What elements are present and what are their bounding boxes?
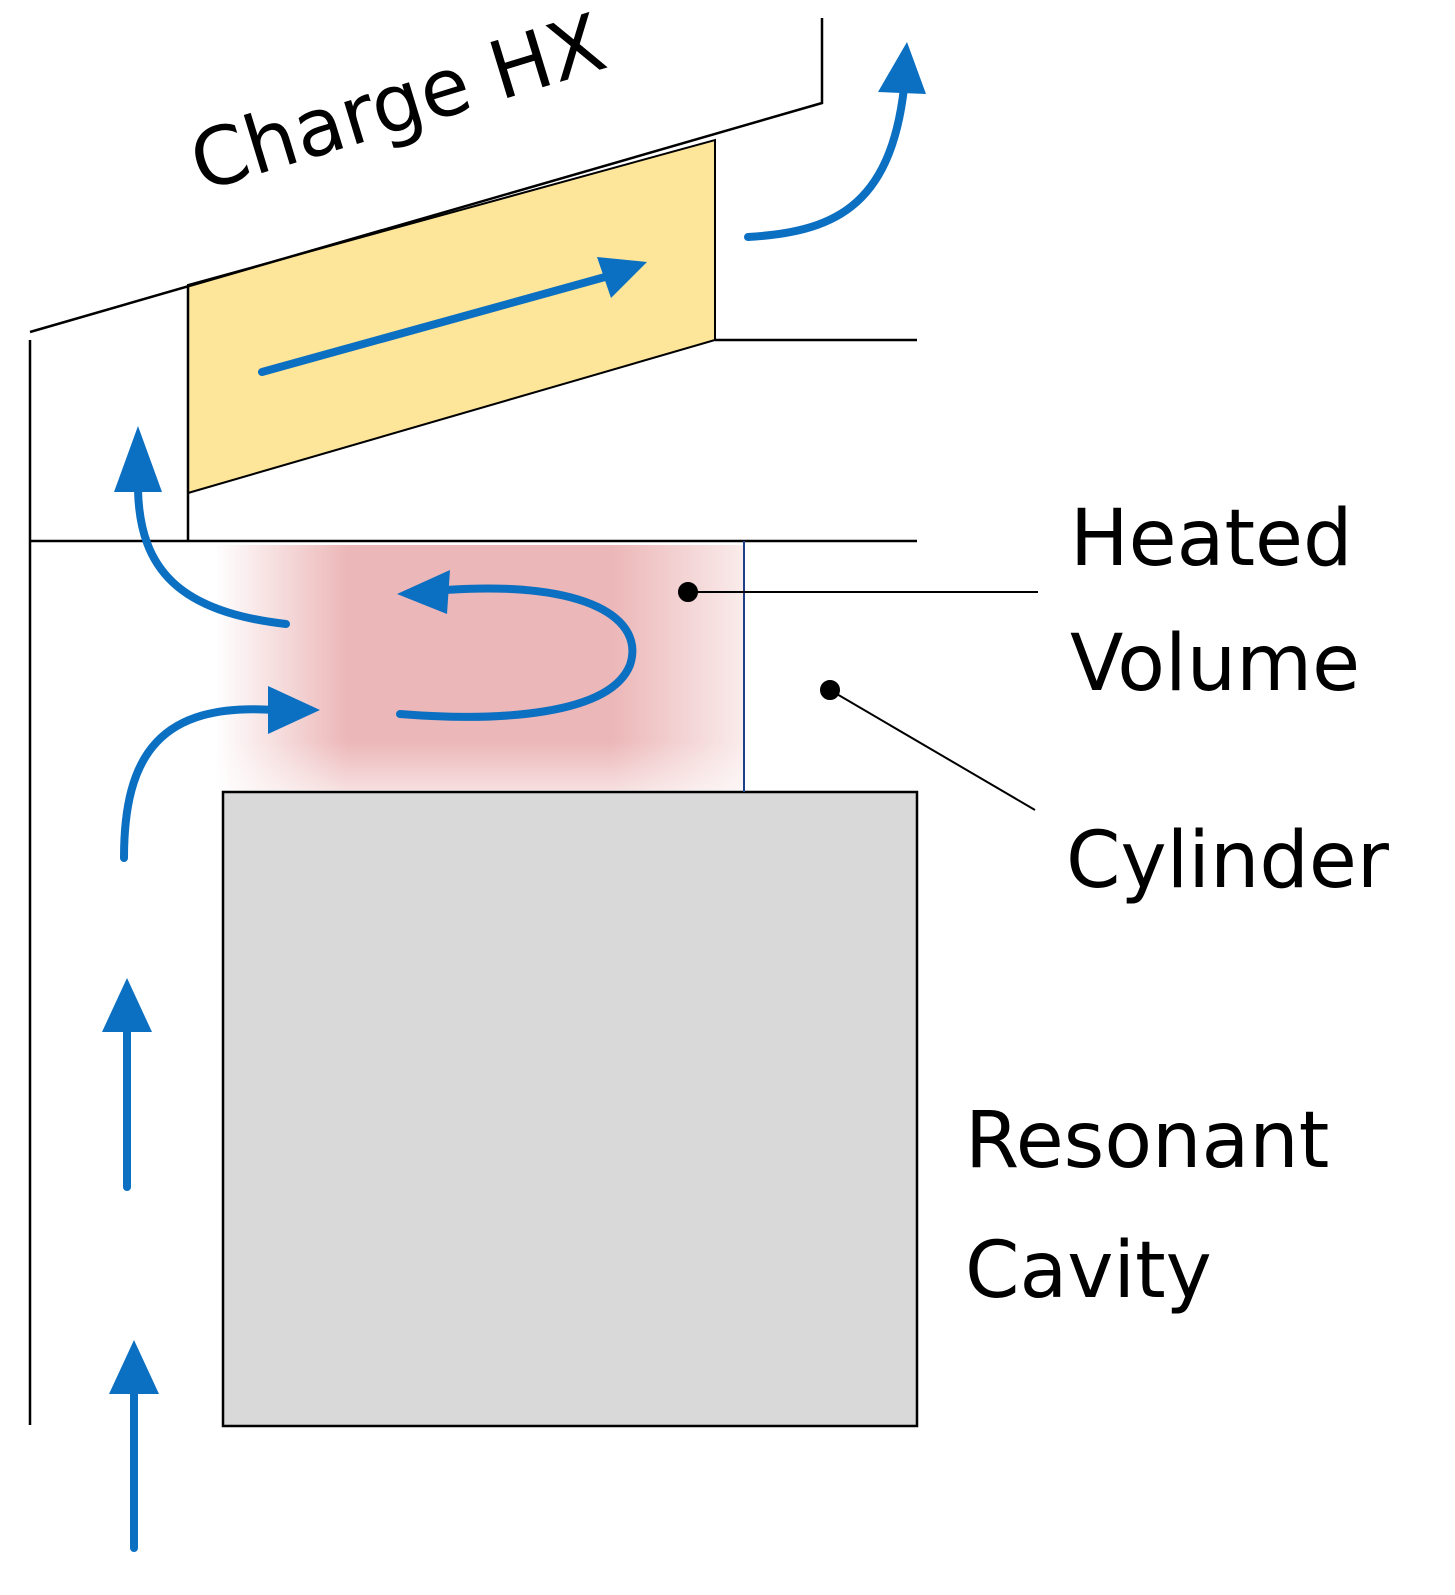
flow-arrows — [120, 84, 908, 1552]
heated-volume-label-line1: Heated — [1070, 494, 1353, 584]
housing-outline — [28, 18, 917, 1425]
resonant-cavity-block — [221, 790, 919, 1428]
flow-arrow-hx — [258, 273, 609, 376]
cylinder-leader-dot — [820, 680, 840, 700]
flow-arrowheads — [102, 42, 926, 1394]
heated-volume-leader-dot — [678, 582, 698, 602]
flow-arrow-inflow-curve — [120, 705, 279, 862]
flow-arrow-up-left — [134, 486, 290, 628]
heated-volume-label-line2: Volume — [1070, 619, 1361, 709]
label-leaders — [678, 582, 1038, 811]
cylinder-label: Cylinder — [1066, 816, 1389, 906]
flow-arrow-exit — [744, 84, 908, 241]
resonant-cavity-label-line1: Resonant — [965, 1096, 1330, 1186]
flow-arrow-recirculation — [396, 584, 637, 721]
resonant-cavity-label-line2: Cavity — [965, 1226, 1212, 1316]
heated-volume-fade — [215, 545, 745, 790]
